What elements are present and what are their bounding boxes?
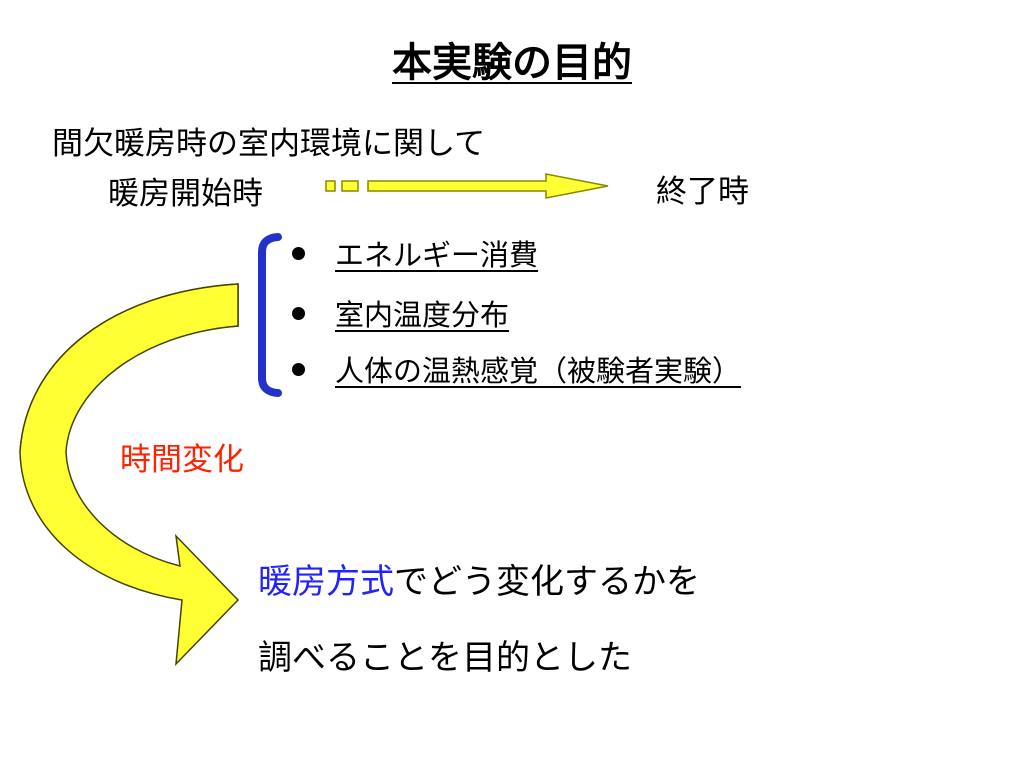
list-item-label: エネルギー消費 bbox=[335, 238, 539, 272]
curved-arrow-icon bbox=[19, 283, 240, 667]
bullet-dot-icon bbox=[292, 362, 305, 376]
bullet-dot-icon bbox=[292, 246, 305, 260]
list-item-label: 人体の温熱感覚（被験者実験） bbox=[335, 354, 742, 388]
subject-text: 間欠暖房時の室内環境に関して bbox=[52, 126, 486, 162]
conclusion-line-1: 暖房方式でどう変化するかを bbox=[258, 554, 700, 603]
timeline-end-label: 終了時 bbox=[656, 174, 749, 210]
bullet-dot-icon bbox=[292, 306, 305, 320]
left-bracket-icon bbox=[258, 233, 282, 397]
list-item: 室内温度分布 bbox=[292, 292, 509, 334]
timeline-start-label: 暖房開始時 bbox=[108, 176, 263, 212]
conclusion-highlight: 暖房方式 bbox=[258, 562, 394, 602]
right-arrow-icon bbox=[325, 173, 609, 199]
conclusion-line-2: 調べることを目的とした bbox=[258, 638, 632, 678]
time-change-label: 時間変化 bbox=[120, 442, 244, 478]
list-item: エネルギー消費 bbox=[292, 232, 538, 274]
list-item-label: 室内温度分布 bbox=[335, 298, 510, 332]
page-title: 本実験の目的 bbox=[392, 40, 632, 86]
list-item: 人体の温熱感覚（被験者実験） bbox=[292, 348, 741, 390]
conclusion-line-1-rest: でどう変化するかを bbox=[394, 562, 700, 602]
